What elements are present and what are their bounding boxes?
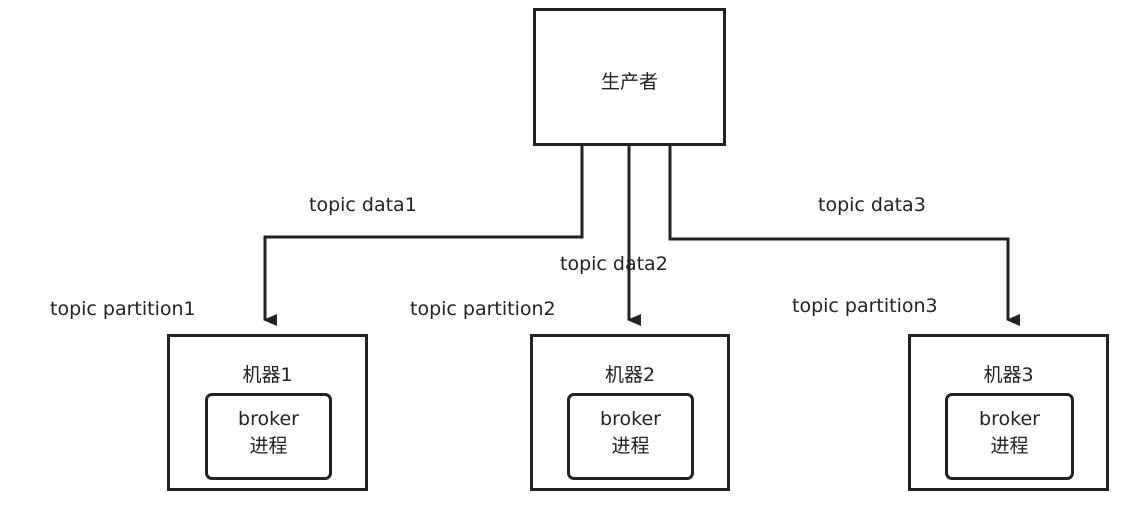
broker-process-line1-3: broker [979,408,1040,430]
broker-process-line1-2: broker [600,408,661,430]
topic-partition-2-label: topic partition2 [410,298,556,320]
producer-box: 生产者 [533,8,726,146]
machine-label-2: 机器2 [604,364,656,386]
broker-process-box-2: broker 进程 [567,393,694,480]
broker-process-line2-2: 进程 [611,435,650,457]
broker-process-line1-1: broker [238,408,299,430]
topic-data-2-label: topic data2 [560,253,668,275]
machine-box-1: 机器1 broker 进程 [167,334,368,491]
broker-process-box-1: broker 进程 [205,393,332,480]
broker-process-box-3: broker 进程 [945,393,1074,480]
producer-label: 生产者 [600,71,658,93]
machine-box-3: 机器3 broker 进程 [908,334,1109,491]
arrow-producer-to-machine-3 [668,146,1020,326]
topic-data-1-label: topic data1 [309,194,417,216]
machine-label-1: 机器1 [242,364,293,386]
topic-partition-3-label: topic partition3 [792,295,938,317]
topic-data-3-label: topic data3 [818,194,926,216]
broker-process-line2-1: 进程 [249,435,288,457]
arrow-producer-to-machine-1 [263,146,584,326]
machine-box-2: 机器2 broker 进程 [530,334,730,491]
broker-process-line2-3: 进程 [990,435,1029,457]
topic-partition-1-label: topic partition1 [50,298,196,320]
machine-label-3: 机器3 [983,364,1034,386]
